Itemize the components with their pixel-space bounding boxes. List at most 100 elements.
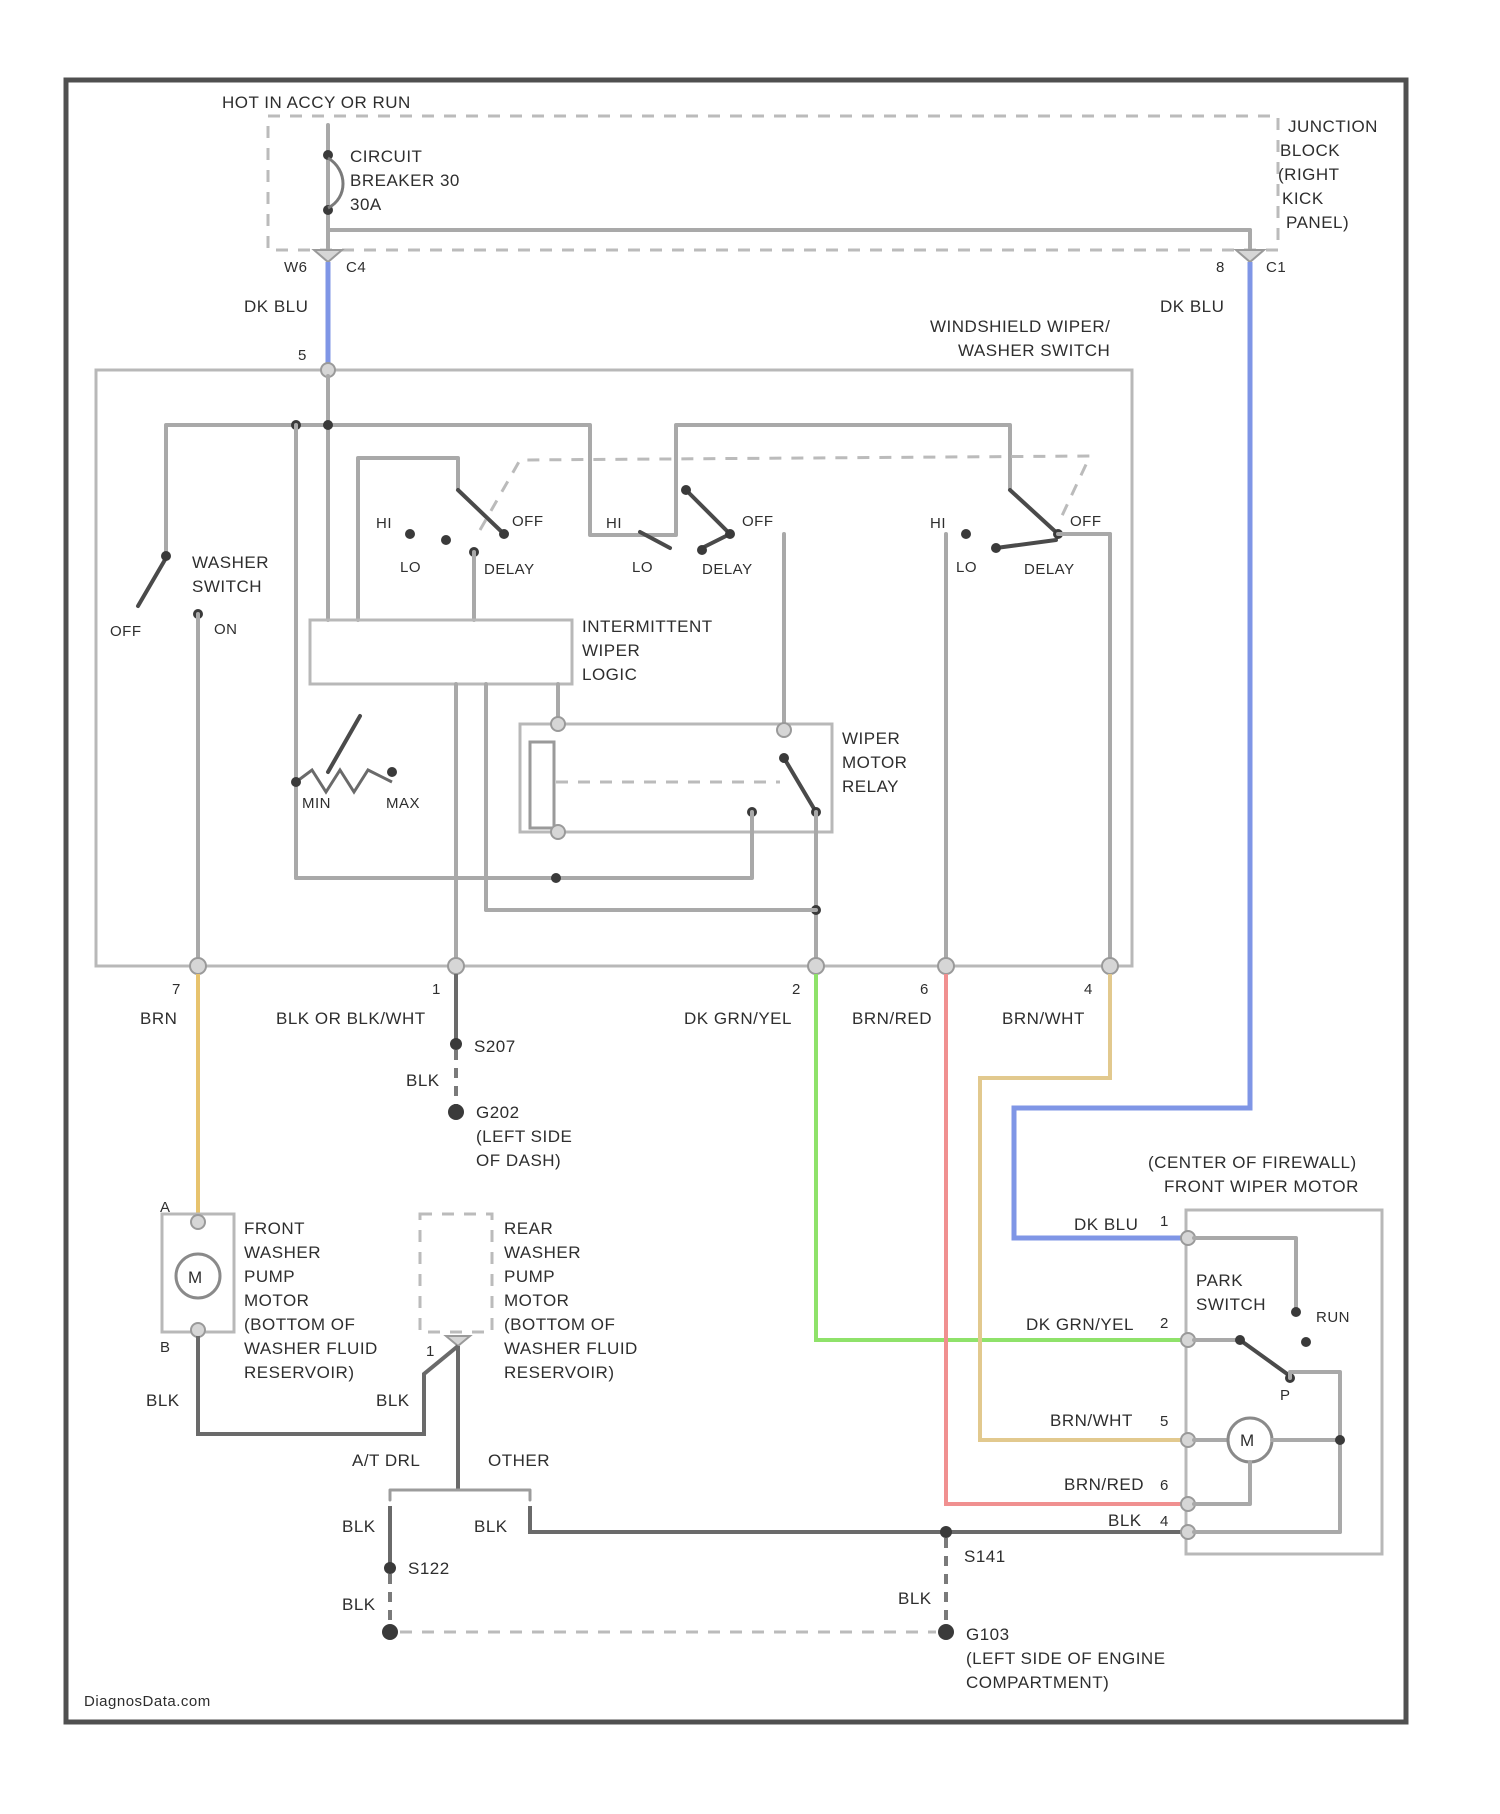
park-switch-label-2: SWITCH <box>1196 1295 1266 1314</box>
switch-title-2: WASHER SWITCH <box>958 341 1110 360</box>
label-blk-rear-pump: BLK <box>376 1391 410 1410</box>
branch-bracket <box>390 1490 530 1500</box>
park-switch-label-1: PARK <box>1196 1271 1243 1290</box>
delay-pot-wiper <box>328 716 360 772</box>
circuit-breaker-symbol <box>328 158 343 208</box>
front-pump-label-3: PUMP <box>244 1267 295 1286</box>
switch-pin-5: 5 <box>298 347 307 364</box>
motor-pin-5: 5 <box>1160 1413 1169 1430</box>
splice-s207 <box>450 1038 462 1050</box>
ground-g202 <box>448 1104 464 1120</box>
front-pump-m: M <box>188 1268 203 1287</box>
sw2-off: OFF <box>742 513 774 530</box>
sw1-delay: DELAY <box>484 561 535 578</box>
relay-coil <box>530 742 554 828</box>
rear-pump-label-6: WASHER FLUID <box>504 1339 638 1358</box>
pin-label-w6: W6 <box>284 259 308 276</box>
label-s122: S122 <box>408 1559 450 1578</box>
front-pump-label-2: WASHER <box>244 1243 321 1262</box>
label-dk-blu-left: DK BLU <box>244 297 308 316</box>
label-brn-red: BRN/RED <box>852 1009 932 1028</box>
sw2-lo: LO <box>632 559 653 576</box>
washer-switch-label-1: WASHER <box>192 553 269 572</box>
front-pump-pin-a: A <box>160 1199 171 1216</box>
washer-on-label: ON <box>214 621 238 638</box>
switch-title-1: WINDSHIELD WIPER/ <box>930 317 1110 336</box>
relay-label-2: MOTOR <box>842 753 907 772</box>
label-other: OTHER <box>488 1451 550 1470</box>
sw2-delay: DELAY <box>702 561 753 578</box>
label-blk-s122: BLK <box>342 1595 376 1614</box>
diagram-frame <box>66 80 1406 1722</box>
front-pump-label-4: MOTOR <box>244 1291 309 1310</box>
label-brn-wht: BRN/WHT <box>1002 1009 1085 1028</box>
front-pump-label-5: (BOTTOM OF <box>244 1315 355 1334</box>
motor-location: (CENTER OF FIREWALL) <box>1148 1153 1357 1172</box>
label-g202-3: OF DASH) <box>476 1151 561 1170</box>
front-pump-label-6: WASHER FLUID <box>244 1339 378 1358</box>
wire-dk-grn-yel <box>816 974 1188 1340</box>
motor-pin-wire-6: BRN/RED <box>1064 1475 1144 1494</box>
rear-pump-label-2: WASHER <box>504 1243 581 1262</box>
rear-pump-pin: 1 <box>426 1343 435 1360</box>
logic-label-3: LOGIC <box>582 665 637 684</box>
delay-pot-resistor <box>296 770 392 792</box>
motor-pin-4: 4 <box>1160 1513 1169 1530</box>
label-g202-1: G202 <box>476 1103 520 1122</box>
motor-pin-6: 6 <box>1160 1477 1169 1494</box>
pin-label-c1: C1 <box>1266 259 1286 276</box>
relay-label-3: RELAY <box>842 777 899 796</box>
switch-pin-6: 6 <box>920 981 929 998</box>
sw1-lo: LO <box>400 559 421 576</box>
front-wiper-motor: (CENTER OF FIREWALL) FRONT WIPER MOTOR D… <box>1026 1153 1382 1554</box>
sw3-arm <box>1010 490 1058 534</box>
label-dk-grn-yel: DK GRN/YEL <box>684 1009 792 1028</box>
splice-s122 <box>384 1562 396 1574</box>
ground-at-drl <box>382 1624 398 1640</box>
rear-pump-label-1: REAR <box>504 1219 553 1238</box>
logic-label-1: INTERMITTENT <box>582 617 713 636</box>
washer-switch-label-2: SWITCH <box>192 577 262 596</box>
motor-pin-wire-5: BRN/WHT <box>1050 1411 1133 1430</box>
sw3-delay: DELAY <box>1024 561 1075 578</box>
sw3-hi: HI <box>930 515 946 532</box>
label-g103-3: COMPARTMENT) <box>966 1673 1109 1692</box>
wire-blk-other <box>530 1506 1188 1532</box>
splice-s141 <box>940 1526 952 1538</box>
hot-label: HOT IN ACCY OR RUN <box>222 93 411 112</box>
junction-block: HOT IN ACCY OR RUN CIRCUIT BREAKER 30 30… <box>222 93 1378 276</box>
pin-c1 <box>1236 250 1264 262</box>
breaker-label-3: 30A <box>350 195 382 214</box>
pin-label-8: 8 <box>1216 259 1225 276</box>
breaker-label-2: BREAKER 30 <box>350 171 460 190</box>
label-blk-s141: BLK <box>898 1589 932 1608</box>
sw3-off: OFF <box>1070 513 1102 530</box>
park-switch-arm <box>1240 1340 1290 1376</box>
park-run-label: RUN <box>1316 1309 1350 1326</box>
switch-pin-4: 4 <box>1084 981 1093 998</box>
sw1-hi: HI <box>376 515 392 532</box>
label-blk-atdrl: BLK <box>342 1517 376 1536</box>
rear-pump-label-5: (BOTTOM OF <box>504 1315 615 1334</box>
label-s141: S141 <box>964 1547 1006 1566</box>
switch-pin-2: 2 <box>792 981 801 998</box>
label-blk-or-blkwht: BLK OR BLK/WHT <box>276 1009 426 1028</box>
label-g103-1: G103 <box>966 1625 1010 1644</box>
intermittent-logic-box <box>310 620 572 684</box>
label-at-drl: A/T DRL <box>352 1451 420 1470</box>
switch-pin-7: 7 <box>172 981 181 998</box>
washer-switch-arm <box>138 558 166 606</box>
wire-brn-wht <box>980 974 1188 1440</box>
label-blk-other: BLK <box>474 1517 508 1536</box>
sw3-lo: LO <box>956 559 977 576</box>
motor-pin-2: 2 <box>1160 1315 1169 1332</box>
wiper-washer-switch: WINDSHIELD WIPER/ WASHER SWITCH 5 WASHER… <box>96 317 1132 998</box>
min-label: MIN <box>302 795 331 812</box>
rear-pump-label-3: PUMP <box>504 1267 555 1286</box>
label-g103-2: (LEFT SIDE OF ENGINE <box>966 1649 1166 1668</box>
wiper-motor-relay-box <box>520 724 832 832</box>
ground-g103 <box>938 1624 954 1640</box>
junction-label-1: JUNCTION <box>1288 117 1378 136</box>
label-g202-2: (LEFT SIDE <box>476 1127 572 1146</box>
sw2-hi: HI <box>606 515 622 532</box>
